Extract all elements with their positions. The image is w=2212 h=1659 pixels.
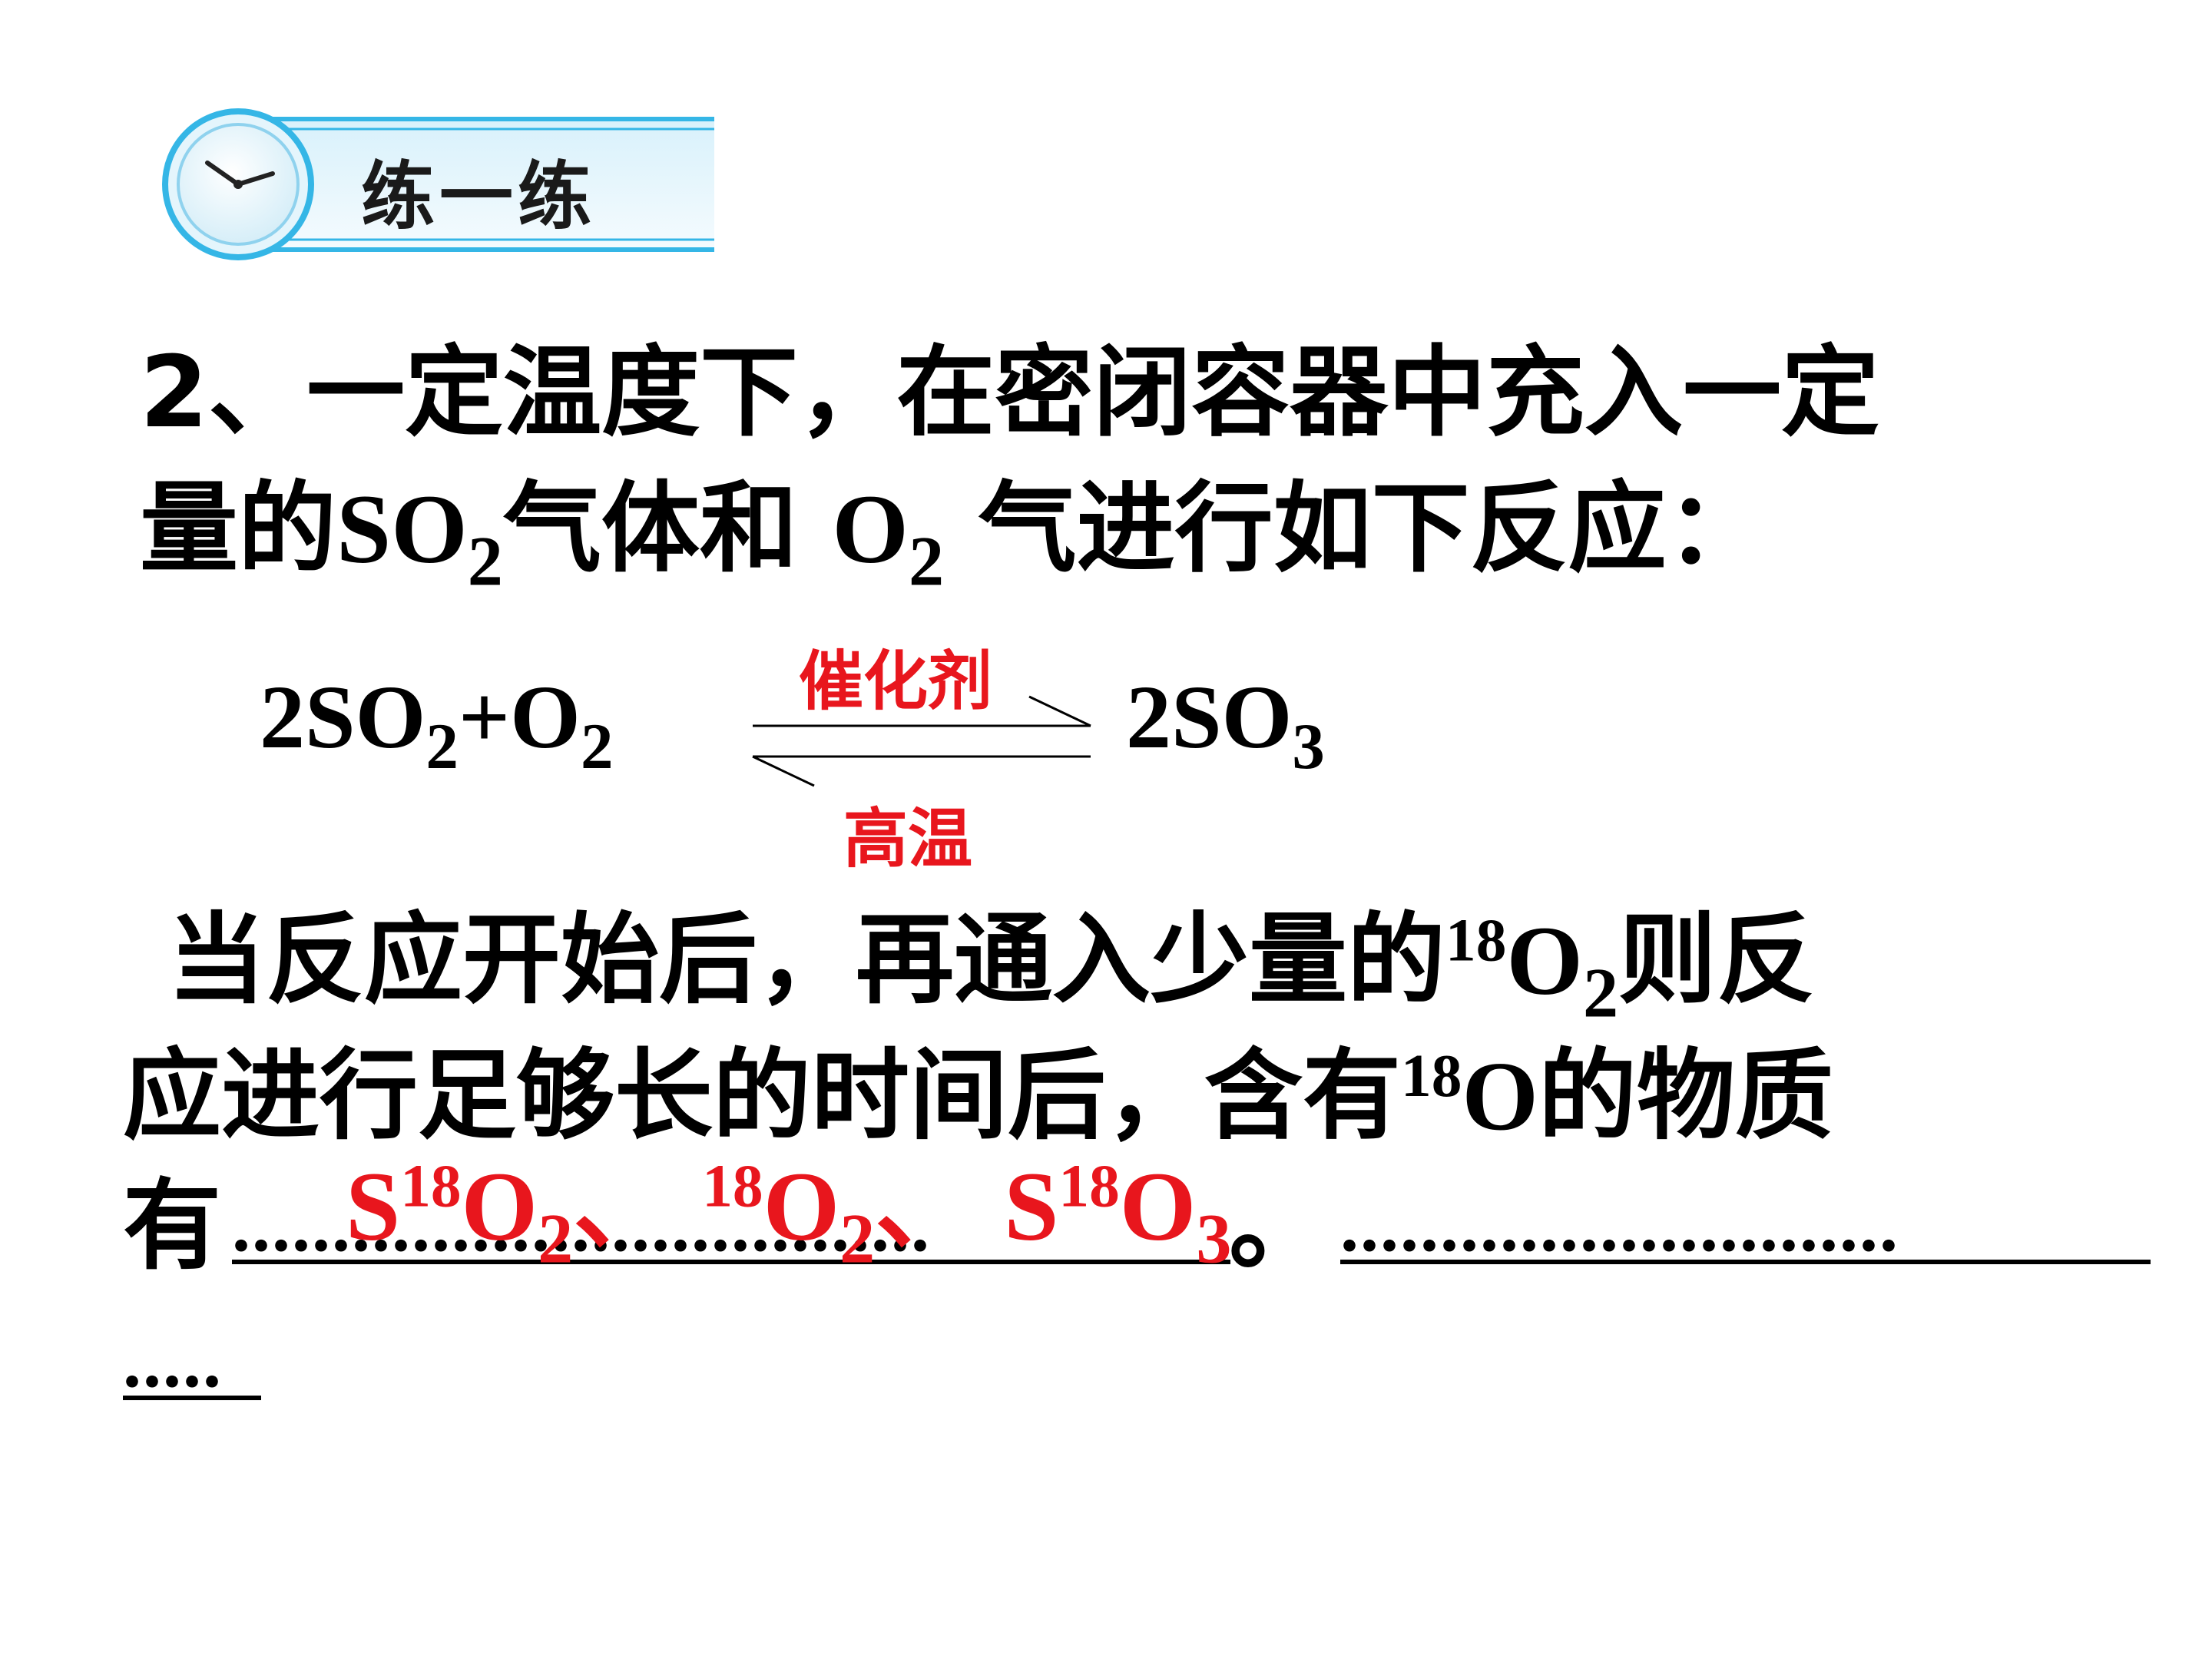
equation-reactants: 2SO2+O2: [260, 672, 613, 780]
formula-o2: O2: [832, 475, 944, 597]
formula-text: O: [1506, 906, 1583, 1015]
formula-text: O: [832, 475, 909, 584]
formula-so2: SO2: [336, 475, 503, 597]
answer-text: S18O2、18O2、S18O3: [346, 1155, 1231, 1273]
formula-text: 2SO: [260, 667, 426, 767]
formula-text: +O: [458, 667, 581, 767]
text: 应进行足够长的时间后，含有: [123, 1038, 1402, 1154]
subscript: 2: [426, 710, 459, 783]
answer-blank[interactable]: ............................: [1340, 1189, 2151, 1264]
formula-text: S: [346, 1151, 401, 1261]
subscript: 2: [1582, 953, 1619, 1032]
subscript: 3: [1292, 710, 1325, 783]
subscript: 3: [1196, 1199, 1232, 1278]
problem-line-4: 应进行足够长的时间后，含有18O的物质: [123, 1045, 1833, 1145]
clock-icon: [162, 108, 314, 260]
problem-line-5-prefix: 有: [123, 1169, 222, 1283]
subscript: 2: [580, 710, 614, 783]
equation-products: 2SO3: [1126, 672, 1325, 780]
problem-line-1-text: 2、一定温度下，在密闭容器中充入一定: [140, 336, 1880, 450]
subscript: 2: [467, 522, 503, 601]
problem-line-1: 2、一定温度下，在密闭容器中充入一定: [140, 344, 1879, 442]
sentence-period: 。: [1229, 1169, 1328, 1283]
formula-text: O: [1119, 1151, 1197, 1261]
text: 气进行如下反应：: [944, 472, 1765, 586]
answer-item-18o2: 18O2、: [702, 1151, 974, 1273]
text: 则反: [1618, 902, 1816, 1018]
superscript: 18: [702, 1152, 763, 1220]
subscript: 2: [538, 1199, 574, 1278]
formula-text: O: [763, 1151, 840, 1261]
separator: 、: [875, 1151, 974, 1261]
superscript: 18: [1401, 1042, 1462, 1110]
formula-text: S: [1004, 1151, 1059, 1261]
section-title: 练一练: [361, 154, 596, 240]
formula-text: O: [461, 1151, 538, 1261]
answer-item-s18o2: S18O2、: [346, 1151, 672, 1273]
text: 气体和: [502, 472, 833, 586]
equation-catalyst: 催化剂: [799, 644, 993, 719]
formula-text: 2SO: [1126, 667, 1293, 767]
superscript: 18: [1058, 1152, 1120, 1220]
superscript: 18: [400, 1152, 462, 1220]
section-banner: [162, 108, 714, 260]
superscript: 18: [1445, 906, 1507, 974]
separator: 、: [573, 1151, 672, 1261]
formula-text: SO: [336, 475, 468, 584]
equation-condition: 高温: [843, 801, 973, 876]
answer-item-s18o3: S18O3: [1004, 1151, 1231, 1273]
problem-line-2: 量的SO2气体和 O2 气进行如下反应：: [140, 480, 1765, 597]
equilibrium-arrow-icon: [752, 695, 1091, 787]
subscript: 2: [839, 1199, 876, 1278]
answer-blank[interactable]: .....: [123, 1325, 261, 1400]
problem-line-3: 当反应开始后，再通入少量的18O2则反: [167, 909, 1815, 1028]
subscript: 2: [908, 522, 945, 601]
formula-18o2: 18O2: [1445, 906, 1618, 1028]
text: O的物质: [1462, 1041, 1833, 1151]
text: 当反应开始后，再通入少量的: [167, 902, 1446, 1018]
text: 量的: [140, 472, 337, 586]
answer-blank[interactable]: ...................................: [232, 1189, 1230, 1264]
